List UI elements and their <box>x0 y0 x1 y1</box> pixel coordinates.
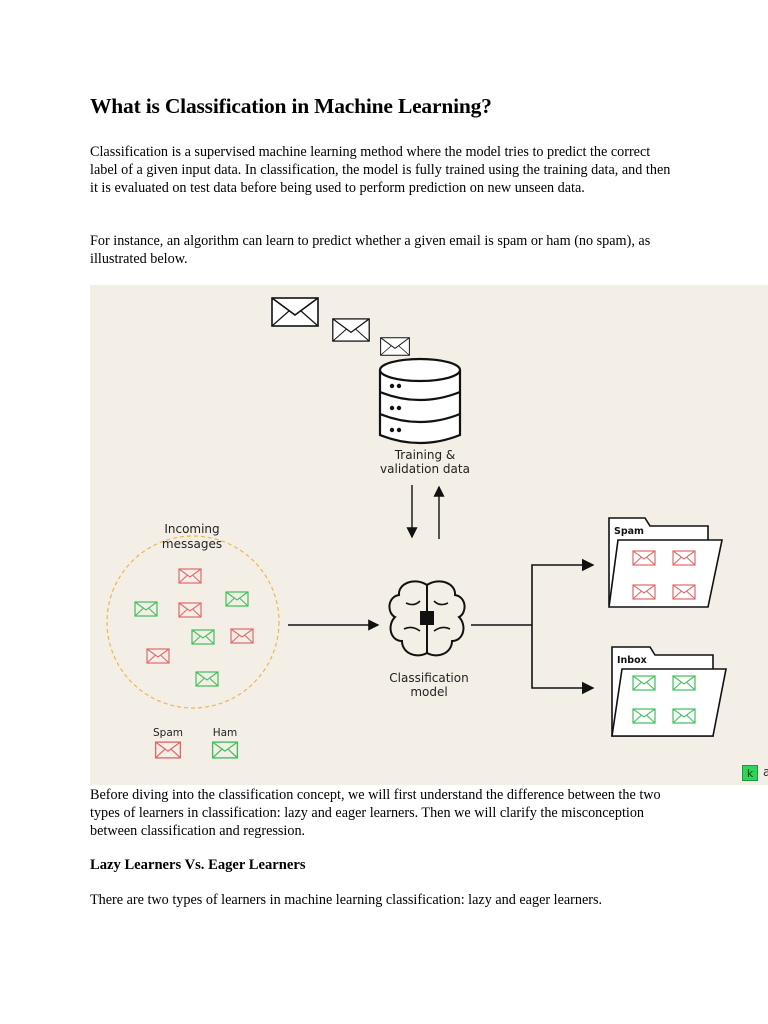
output-arrows <box>471 558 595 695</box>
model-label-2: model <box>410 685 447 699</box>
model-label-1: Classification <box>389 671 468 685</box>
incoming-envelopes <box>134 568 254 687</box>
database-icon <box>378 357 462 445</box>
brain-icon <box>388 580 466 657</box>
training-label-1: Training & <box>394 448 456 462</box>
section-heading: Lazy Learners Vs. Eager Learners <box>90 857 306 873</box>
data-flow-arrows <box>406 485 445 539</box>
example-paragraph: For instance, an algorithm can learn to … <box>90 233 651 267</box>
inbox-folder-label: Inbox <box>617 655 647 666</box>
legend-spam-envelope-icon <box>154 741 182 759</box>
spam-folder-label: Spam <box>614 526 644 537</box>
training-label-2: validation data <box>380 462 470 476</box>
classification-diagram: Training & validation data Incoming mess… <box>90 285 768 785</box>
incoming-label-2: messages <box>162 537 222 551</box>
spam-folder-icon <box>608 517 723 608</box>
source-logo-icon[interactable]: k <box>742 765 758 781</box>
incoming-messages-circle <box>106 535 280 709</box>
after-figure-paragraph: Before diving into the classification co… <box>90 787 661 839</box>
source-logo-text: a <box>763 765 768 779</box>
intro-paragraph: Classification is a supervised machine l… <box>90 144 671 196</box>
inbox-folder-icon <box>611 646 727 737</box>
page-title: What is Classification in Machine Learni… <box>90 94 492 118</box>
legend-ham-label: Ham <box>213 727 238 739</box>
legend-spam-label: Spam <box>153 727 183 739</box>
section-paragraph: There are two types of learners in machi… <box>90 892 603 908</box>
incoming-label-1: Incoming <box>164 522 219 536</box>
legend-ham-envelope-icon <box>211 741 239 759</box>
